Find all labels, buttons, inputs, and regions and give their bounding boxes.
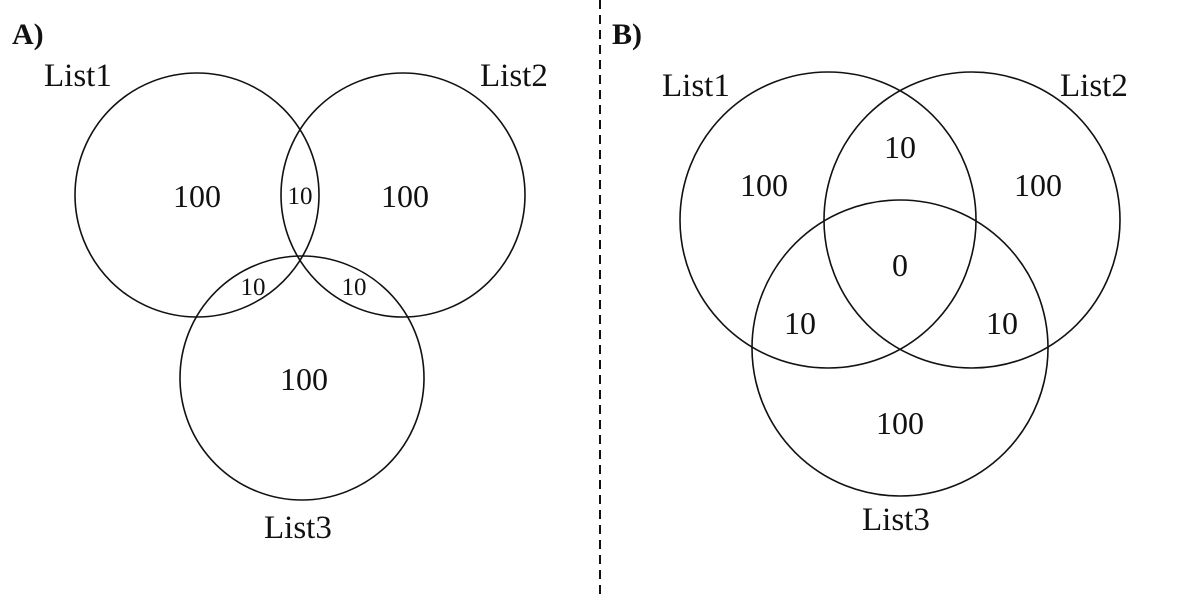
panel-a-set-label-list1: List1 [44, 58, 112, 94]
panel-a-label: A) [12, 18, 44, 51]
panel-a-region-list1-list3: 10 [241, 274, 266, 301]
panel-a-set-label-list2: List2 [480, 58, 548, 94]
panel-b-circle-list3 [751, 199, 1049, 497]
panel-a-region-list1-list2: 10 [288, 183, 313, 210]
panel-b-region-list1-list3: 10 [784, 305, 816, 341]
panel-a-region-list2-list3: 10 [342, 274, 367, 301]
panel-b-set-label-list3: List3 [862, 502, 930, 538]
panel-b-region-only-list2: 100 [1014, 167, 1062, 203]
panel-b-circle-list2 [823, 71, 1121, 369]
panel-a-set-label-list3: List3 [264, 510, 332, 546]
panel-b-region-only-list1: 100 [740, 167, 788, 203]
panel-b-label: B) [612, 18, 642, 51]
panel-b-set-label-list2: List2 [1060, 68, 1128, 104]
panel-a-region-only-list3: 100 [280, 361, 328, 397]
panel-a-region-only-list2: 100 [381, 178, 429, 214]
panel-b: B) List1 List2 List3 100 100 100 10 10 1… [612, 18, 1128, 538]
panel-b-region-list2-list3: 10 [986, 305, 1018, 341]
panel-a-circle-list2 [280, 72, 526, 318]
panel-a: A) List1 List2 List3 100 100 100 10 10 1… [12, 18, 548, 546]
panel-b-region-list1-list2: 10 [884, 129, 916, 165]
panel-a-region-only-list1: 100 [173, 178, 221, 214]
panel-b-circle-list1 [679, 71, 977, 369]
panel-b-set-label-list1: List1 [662, 68, 730, 104]
panel-b-region-only-list3: 100 [876, 405, 924, 441]
panel-b-region-all-three: 0 [892, 247, 908, 283]
panel-a-circle-list3 [179, 255, 425, 501]
